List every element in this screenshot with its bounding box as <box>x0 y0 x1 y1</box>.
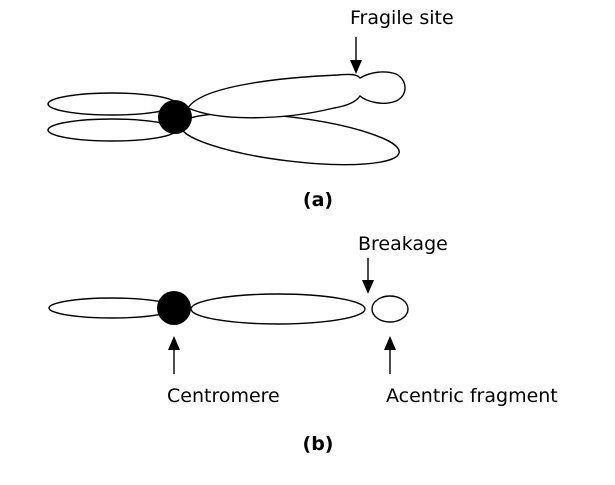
short-arm-b <box>48 297 176 319</box>
breakage-label: Breakage <box>358 233 448 255</box>
fragile-site-label: Fragile site <box>350 7 454 29</box>
centromere-arrow <box>168 336 180 374</box>
centromere-b <box>157 291 191 325</box>
panel-b: Breakage Centromere Acentric fragment (b… <box>48 233 558 455</box>
breakage-arrow <box>362 258 374 294</box>
acentric-fragment-arrow <box>384 336 396 374</box>
panel-a: Fragile site (a) <box>47 7 454 211</box>
short-arm-lower <box>47 118 177 142</box>
centromere-a <box>158 100 192 134</box>
panel-a-label: (a) <box>303 189 333 211</box>
centromere-label: Centromere <box>167 385 280 407</box>
fragile-site-arrow <box>350 37 362 74</box>
acentric-fragment-label: Acentric fragment <box>386 385 558 407</box>
acentric-fragment <box>371 295 409 323</box>
long-arm-b <box>190 293 366 325</box>
long-arm-upper-with-fragile-site <box>186 71 406 119</box>
short-arm-upper <box>47 92 177 116</box>
panel-b-label: (b) <box>303 433 334 455</box>
